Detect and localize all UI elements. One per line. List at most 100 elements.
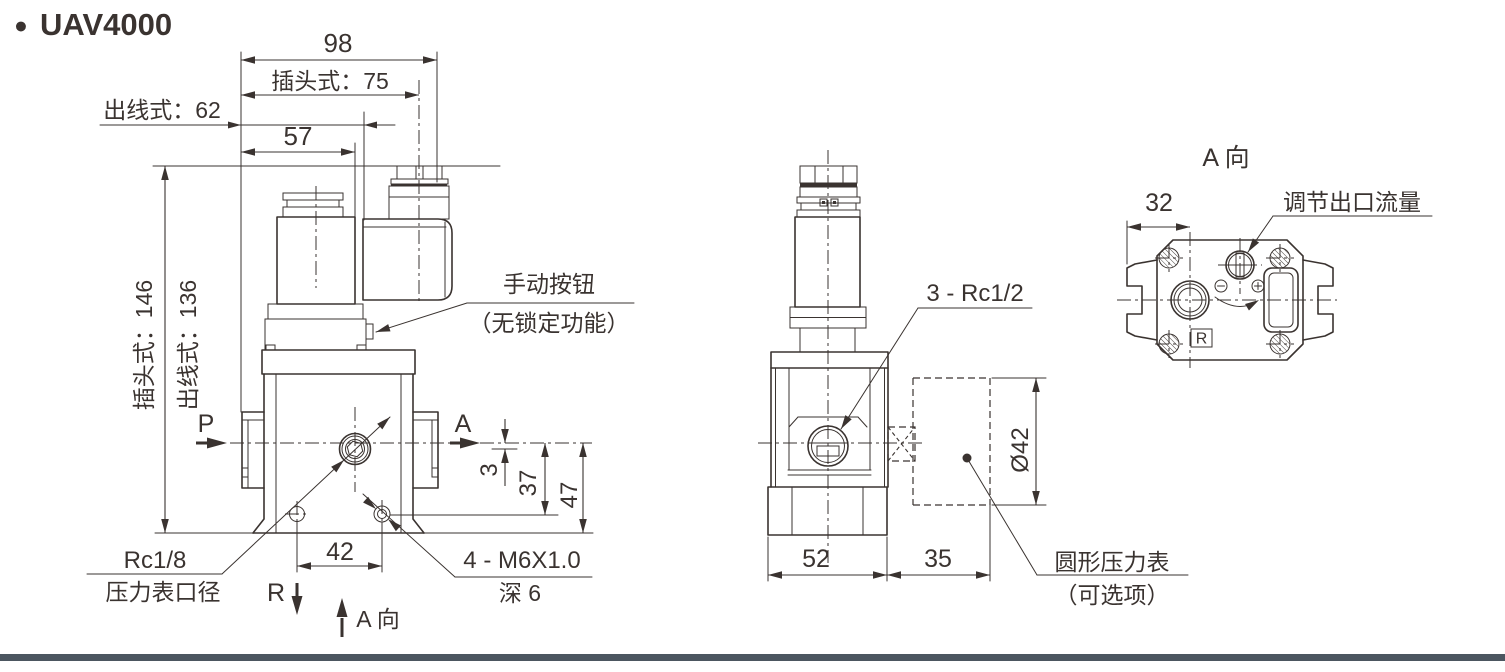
front-dimensions-right: 3 37 47 [389, 419, 587, 533]
front-dimensions-left: 插头式：146 出线式：136 [131, 165, 594, 534]
optional-gauge [887, 377, 991, 506]
terminal [819, 198, 828, 207]
gauge-name-label: 圆形压力表 [1055, 549, 1170, 575]
dim-32: 32 [1145, 189, 1173, 217]
recess-edge [788, 416, 799, 428]
dim-57: 57 [284, 121, 313, 151]
footer-bar [0, 654, 1505, 661]
minus-icon [1214, 279, 1228, 293]
front-solenoid [264, 186, 374, 351]
r-port-circle [1177, 287, 1203, 313]
callout-leader [966, 457, 1038, 576]
bottom-view: A 向 R [1117, 144, 1433, 368]
front-dimensions-bottom: 42 [296, 521, 383, 573]
mount-thread-label: 4 - M6X1.0 [463, 547, 580, 574]
port-thread-label: 3 - Rc1/2 [926, 280, 1023, 307]
port-plug-tab [816, 445, 840, 457]
gauge-port-callout: Rc1/8 压力表口径 [86, 416, 391, 605]
terminal-pin [833, 201, 836, 204]
bottom-dimensions: 32 [1126, 189, 1190, 265]
dim-42: 42 [326, 538, 354, 566]
dim-98: 98 [324, 28, 353, 58]
rotation-arrow-icon [1214, 296, 1259, 311]
front-valve-body [230, 344, 592, 534]
screw-icon [1266, 330, 1294, 358]
dim-35: 35 [924, 545, 952, 573]
gauge-adapter-cross [887, 426, 916, 462]
r-label-box [1190, 328, 1213, 348]
front-connector [362, 80, 453, 302]
port-flange-left [241, 411, 265, 489]
callout-leader [840, 307, 919, 430]
port-a-label: A [455, 410, 472, 438]
manual-button [365, 323, 374, 340]
dim-146: 插头式：146 [131, 280, 157, 410]
mount-depth-label: 深 6 [499, 580, 541, 606]
body-cap [770, 351, 889, 369]
leader-arrowhead [363, 496, 376, 509]
side-valve-body [758, 351, 922, 536]
body-side-left [252, 373, 265, 534]
flow-adjust-knob [1218, 238, 1262, 294]
gauge-thread-label: Rc1/8 [124, 547, 187, 574]
r-port-circle [1170, 280, 1210, 320]
model-title: UAV4000 [40, 7, 172, 42]
leader-arrowhead [331, 460, 344, 473]
gauge-port-label: 压力表口径 [106, 579, 221, 605]
manual-button-label: 手动按钮 [503, 271, 595, 297]
title-bullet: ● [14, 12, 28, 38]
side-port-circle [807, 425, 849, 467]
r-port-label: R [1196, 331, 1208, 348]
port-p-label: P [198, 410, 215, 438]
coil-flange [267, 303, 364, 320]
terminal [830, 198, 839, 207]
port-flange-right [412, 411, 439, 489]
body-cap [261, 349, 416, 375]
body-side-right [412, 373, 425, 534]
plug-cap [799, 165, 858, 184]
connector-socket-inner [1268, 272, 1294, 328]
r-flow-arrowhead [291, 596, 303, 615]
front-port-labels: P A R A 向 [196, 410, 480, 637]
terminal-pin [822, 201, 825, 204]
side-solenoid [789, 165, 867, 353]
arrowhead [364, 121, 377, 129]
page-title: ● UAV4000 [14, 7, 172, 42]
side-tab-left [1126, 259, 1158, 341]
side-port-circle [811, 429, 845, 463]
dim-d42: Ø42 [1007, 427, 1034, 472]
front-view: 98 插头式：75 出线式：62 57 插头式：146 出线式：136 3 [86, 28, 635, 637]
r-port-circle [1173, 283, 1207, 317]
recess-edge [857, 416, 868, 428]
dim-62: 出线式：62 [103, 97, 221, 123]
gauge-adapter-square [887, 426, 916, 462]
plus-icon [1251, 279, 1265, 293]
screw-icon [1266, 244, 1294, 272]
mount-thread-callout: 4 - M6X1.0 深 6 [362, 493, 593, 606]
callout-leader [221, 416, 391, 575]
flange-notch [431, 467, 439, 478]
view-a-arrowhead [336, 598, 348, 617]
armature-rib [282, 206, 344, 218]
gauge-callout: 圆形压力表 （可选项） [966, 457, 1189, 608]
plug-terminal [422, 165, 443, 180]
side-dimensions: 52 35 Ø42 [767, 377, 1047, 582]
leader-arrowhead [388, 519, 401, 532]
dim-3: 3 [476, 463, 503, 476]
flange-notch [241, 467, 249, 478]
plug-terminal [396, 165, 417, 180]
manual-button-callout: 手动按钮 （无锁定功能） [375, 271, 635, 336]
bottom-view-title: A 向 [1202, 144, 1249, 172]
gauge-note-label: （可选项） [1055, 582, 1170, 608]
armature-rib [282, 192, 344, 201]
dim-136: 出线式：136 [175, 280, 201, 410]
side-tab-right [1302, 259, 1334, 341]
callout-leader [362, 493, 456, 578]
port-thread-callout: 3 - Rc1/2 [840, 280, 1033, 430]
callout-leader [375, 302, 468, 333]
callout-leader [1247, 215, 1274, 253]
body-base [767, 486, 888, 536]
p-flow-arrowhead [207, 437, 227, 449]
connector-housing [362, 218, 453, 301]
